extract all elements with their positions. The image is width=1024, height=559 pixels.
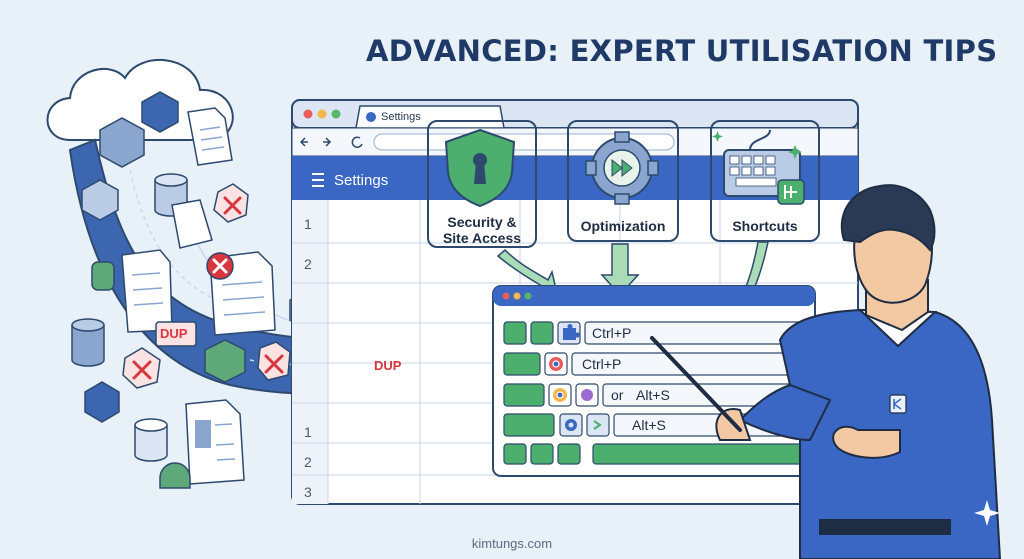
document-icon	[121, 107, 276, 485]
cloud-icon	[46, 58, 234, 141]
dup-label: DUP	[160, 326, 188, 341]
row-number: 3	[304, 484, 312, 500]
shortcut-or-text: or	[611, 387, 624, 403]
security-card-label: Security & Site Access	[442, 214, 522, 246]
browser-tab-label[interactable]: Settings	[381, 111, 421, 123]
page-title: ADVANCED: EXPERT UTILISATION TIPS	[366, 34, 998, 68]
gear-fastforward-icon	[585, 131, 659, 205]
row-number: 1	[304, 424, 312, 440]
shortcuts-card[interactable]: Shortcuts	[710, 120, 820, 242]
row-number: 2	[304, 454, 312, 470]
settings-header-label: Settings	[334, 172, 389, 189]
arrow-icon	[496, 241, 769, 332]
shortcut-text: Ctrl+P	[582, 356, 622, 372]
footer-credit: kimtungs.com	[471, 536, 553, 551]
presenter-figure	[650, 184, 1002, 559]
shield-keyhole-icon	[444, 128, 516, 208]
gear-icon	[565, 419, 577, 431]
chrome-icon	[549, 357, 567, 402]
puzzle-icon	[563, 324, 580, 340]
optimization-card-label: Optimization	[580, 218, 666, 234]
shortcut-text: Alt+S	[636, 387, 670, 403]
keyboard-icon	[712, 129, 805, 205]
shortcuts-window	[492, 285, 816, 477]
hamburger-icon	[312, 173, 324, 187]
security-card[interactable]: Security & Site Access	[427, 120, 537, 248]
optimization-card[interactable]: Optimization	[567, 120, 679, 242]
close-icon	[122, 183, 291, 389]
green-shape	[91, 261, 191, 489]
shortcut-text: Ctrl+P	[592, 325, 632, 341]
row-number: 2	[304, 256, 312, 272]
shortcuts-card-label: Shortcuts	[732, 218, 798, 234]
shortcut-text: Alt+S	[632, 417, 666, 433]
row-number: 1	[304, 216, 312, 232]
dup-label: DUP	[374, 358, 402, 373]
